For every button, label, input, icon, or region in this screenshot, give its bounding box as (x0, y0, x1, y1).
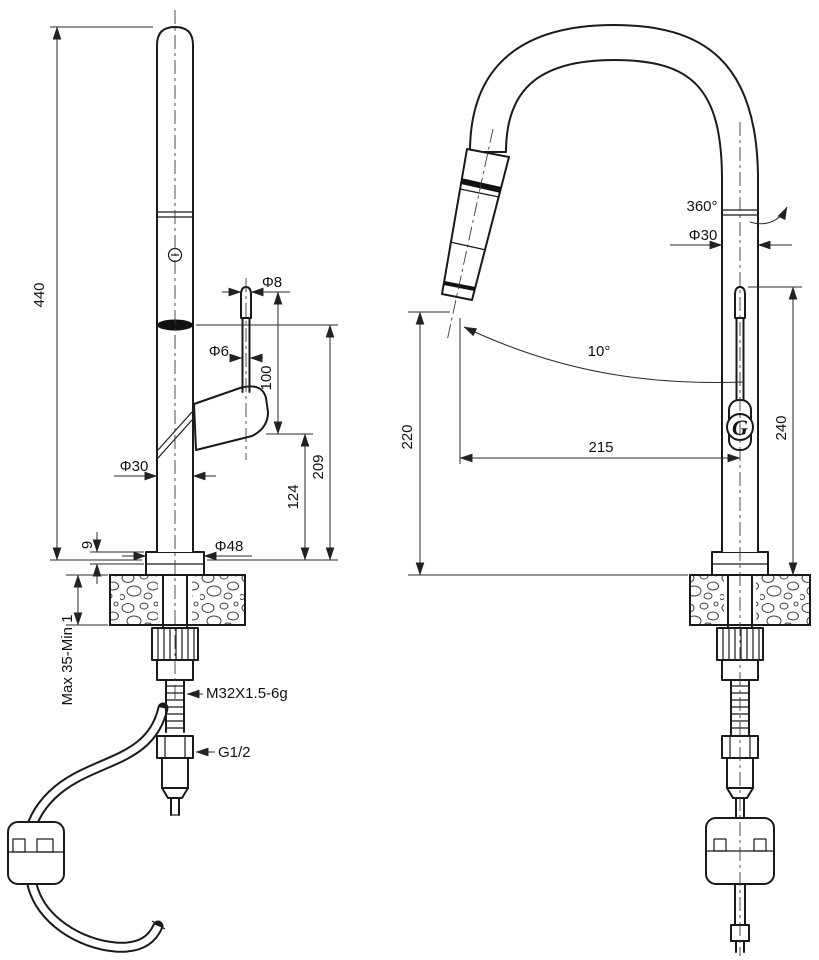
dim-handle-height: 240 (773, 415, 790, 440)
dim-pivot-height: 124 (285, 484, 302, 509)
dim-spout-height: 209 (310, 454, 327, 479)
dim-swivel: 360° (686, 198, 717, 215)
handle-housing (193, 385, 269, 451)
gooseneck-spout (469, 24, 759, 552)
dim-lever-tip-dia: Φ8 (262, 274, 282, 291)
dimensions-front: 360° Φ30 10° 220 215 240 (399, 198, 802, 576)
dim-outlet-height: 220 (399, 424, 416, 449)
countertop (109, 574, 246, 629)
countertop-front (689, 574, 811, 629)
dim-lever-stem-dia: Φ6 (209, 343, 229, 360)
front-view: G (441, 24, 811, 953)
dim-flange-dia: Φ48 (215, 538, 244, 555)
label-hose-thread: G1/2 (218, 744, 251, 761)
side-view (7, 26, 269, 953)
body-seal-band (157, 319, 193, 331)
dimensions-side: 440 Φ8 Φ6 100 Φ30 209 124 9 Φ4 (31, 26, 338, 761)
handle-side (193, 286, 269, 451)
spray-head (441, 148, 510, 301)
dim-body-dia-side: Φ30 (120, 458, 149, 475)
dim-mount-range: Max 35-Min 1 (59, 615, 76, 706)
under-counter-assembly-front (716, 627, 764, 819)
label-shank-thread: M32X1.5-6g (206, 685, 288, 702)
dim-body-dia-front: Φ30 (689, 227, 718, 244)
centerline-spray-head (446, 128, 494, 342)
dim-flange-height: 9 (79, 541, 96, 549)
dim-spray-angle: 10° (588, 343, 611, 360)
dim-overall-height: 440 (31, 282, 48, 307)
dim-reach: 215 (588, 439, 613, 456)
hose-nut (156, 735, 194, 759)
hose-fitting (161, 757, 189, 789)
centerlines (174, 10, 741, 956)
dim-lever-length: 100 (258, 365, 275, 390)
hose-weight (7, 821, 65, 885)
